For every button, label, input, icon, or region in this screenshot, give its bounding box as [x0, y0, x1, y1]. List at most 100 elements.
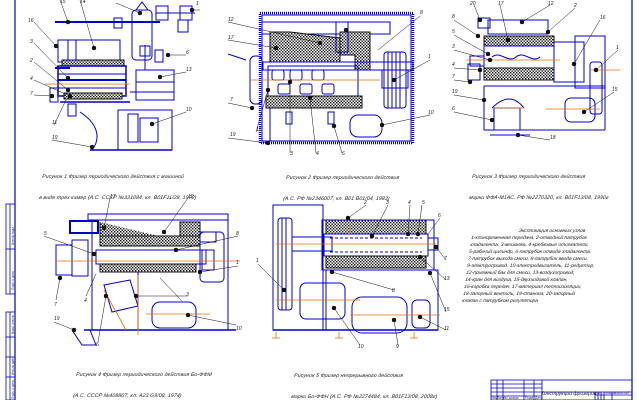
- part-number: 19: [452, 89, 458, 95]
- part-number: 19: [52, 135, 58, 141]
- figure-1-leaders: [33, 0, 200, 150]
- part-number: 7: [452, 74, 455, 80]
- side-stamp-label: Инв.№ подл.: [11, 226, 15, 245]
- part-number: 3: [186, 292, 189, 298]
- part-number: 2: [29, 58, 33, 64]
- part-number: 6: [342, 151, 345, 157]
- part-number: 6: [96, 342, 99, 348]
- caption-line: Рисунок 4 Фризер периодического действия…: [75, 372, 213, 378]
- figure-4-part-numbers: 17 12 5 8 1 4 3 7 6 19 10: [44, 194, 242, 348]
- figure-2-leaders: [227, 15, 431, 154]
- part-number: 19: [230, 132, 236, 138]
- figure-2-caption: Рисунок 2 Фризер периодического действия…: [282, 161, 402, 210]
- part-number: 19: [54, 316, 60, 322]
- part-number: 2: [363, 200, 367, 206]
- legend-line: 1-клиноременная передача, 2-отводной пат…: [470, 236, 588, 241]
- part-number: 12: [228, 17, 234, 23]
- part-number: 6: [186, 50, 189, 56]
- figure-5-part-numbers: 2 3 4 5 6 7 1 8 13 15 11 10 9: [256, 200, 450, 350]
- part-number: 10: [358, 344, 364, 350]
- parts-legend: Экспликация основных узлов 1-клиноременн…: [462, 228, 633, 305]
- part-number: 1: [616, 45, 619, 51]
- caption-line: (А.С. СССР №408807, кл. A23 G9/08, 1974): [72, 393, 182, 399]
- title-block: [490, 379, 633, 400]
- caption-line: (А.С. РФ №2346007, кл. B01 B01/04, 1983): [282, 196, 390, 202]
- caption-line: Рисунок 1 Фризер периодического действия…: [41, 174, 185, 180]
- part-number: 8: [392, 288, 395, 294]
- part-number: 16: [28, 18, 34, 24]
- side-stamp: [5, 203, 16, 400]
- part-number: 16: [600, 15, 606, 21]
- title-block-col: Лит.: [596, 391, 603, 395]
- part-number: 10: [186, 107, 192, 113]
- part-number: 1: [236, 260, 239, 266]
- part-number: 1: [196, 1, 199, 7]
- figure-1-drawing: [49, 1, 195, 151]
- legend-line: хладагента, 3-мешалка, 4-кребковые отсек…: [469, 243, 590, 248]
- legend-line: 9-электропривод, 10-электродвигатель, 11…: [466, 264, 595, 269]
- legend-title: Экспликация основных узлов: [518, 229, 586, 234]
- part-number: 17: [498, 1, 504, 7]
- side-stamp-label: Инв.№ дубл.: [11, 356, 15, 375]
- legend-line: 12-приемный бак для смеси, 13-воздухопро…: [465, 271, 575, 276]
- part-number: 17: [228, 35, 234, 41]
- part-number: 14: [80, 0, 86, 5]
- part-number: 9: [396, 344, 399, 350]
- figure-5-leaders: [257, 204, 447, 346]
- part-number: 7: [444, 256, 447, 262]
- part-number: 3: [30, 39, 33, 45]
- figure-4-drawing: [55, 213, 236, 346]
- drawing-title: Конструкции фризеров: [541, 391, 597, 397]
- part-number: 6: [452, 106, 455, 112]
- part-number: 13: [444, 276, 450, 282]
- title-block-col: Изм.: [491, 396, 499, 400]
- part-number: 11: [444, 326, 449, 332]
- part-number: 4: [30, 76, 33, 82]
- part-number: 7: [54, 302, 57, 308]
- figure-5-caption: Рисунок 5 Фризер непрерывного действия м…: [290, 359, 443, 408]
- part-number: 3: [452, 44, 455, 50]
- legend-line: 18-запорный вентиль, 19-станина, 20-запо…: [462, 292, 576, 297]
- part-number: 15: [60, 0, 66, 5]
- legend-line: 14-кран для воздуха, 15-двухходовой клап…: [464, 278, 568, 283]
- part-number: 8: [420, 10, 423, 16]
- part-number: 4: [316, 151, 319, 157]
- side-stamp-label: Взам. инв.№: [11, 315, 15, 334]
- part-number: 15: [444, 307, 450, 313]
- figure-1-caption: Рисунок 1 Фризер периодического действия…: [38, 160, 202, 209]
- figure-5-axis: [276, 226, 440, 316]
- figure-3-caption: Рисунок 3 Фризер периодического действия…: [468, 160, 614, 209]
- figure-3-leaders: [453, 4, 619, 141]
- caption-line: Рисунок 3 Фризер периодического действия: [471, 174, 586, 180]
- part-number: 13: [186, 67, 192, 73]
- legend-line: 7-патрубок выхода смеси, 8-патрубок ввод…: [467, 257, 589, 262]
- figure-2-drawing: [227, 11, 415, 145]
- part-number: 5: [452, 29, 455, 35]
- figure-5-feet: [272, 332, 418, 339]
- figure-4-leaders: [43, 197, 239, 343]
- title-block-col: Лист: [497, 396, 505, 400]
- part-number: 7: [230, 97, 233, 103]
- part-number: 1: [428, 54, 431, 60]
- part-number: 10: [236, 326, 242, 332]
- part-number: 5: [422, 200, 425, 206]
- part-number: 1: [256, 258, 259, 264]
- figure-3-axis: [466, 59, 620, 110]
- figure-2-part-numbers: 12 17 8 1 7 11 19 3 4 6 10: [228, 10, 434, 157]
- part-number: 3: [290, 151, 293, 157]
- part-number: 3: [386, 200, 389, 206]
- part-number: 15: [612, 87, 618, 93]
- side-stamp-label: Подп. и дата: [11, 380, 15, 399]
- title-block-col: Масштаб: [614, 391, 629, 395]
- part-number: 8: [236, 231, 239, 237]
- legend-line: клапан с патрубком регулятора: [461, 299, 539, 304]
- legend-line: 5-рабочий цилиндр, 6-патрубок отвода хла…: [468, 250, 592, 255]
- part-number: 5: [44, 231, 47, 237]
- part-number: 11: [256, 127, 261, 133]
- part-number: 4: [408, 200, 411, 206]
- part-number: 10: [428, 110, 434, 116]
- part-number: 4: [84, 298, 87, 304]
- part-number: 7: [30, 91, 33, 97]
- part-number: 18: [550, 135, 556, 141]
